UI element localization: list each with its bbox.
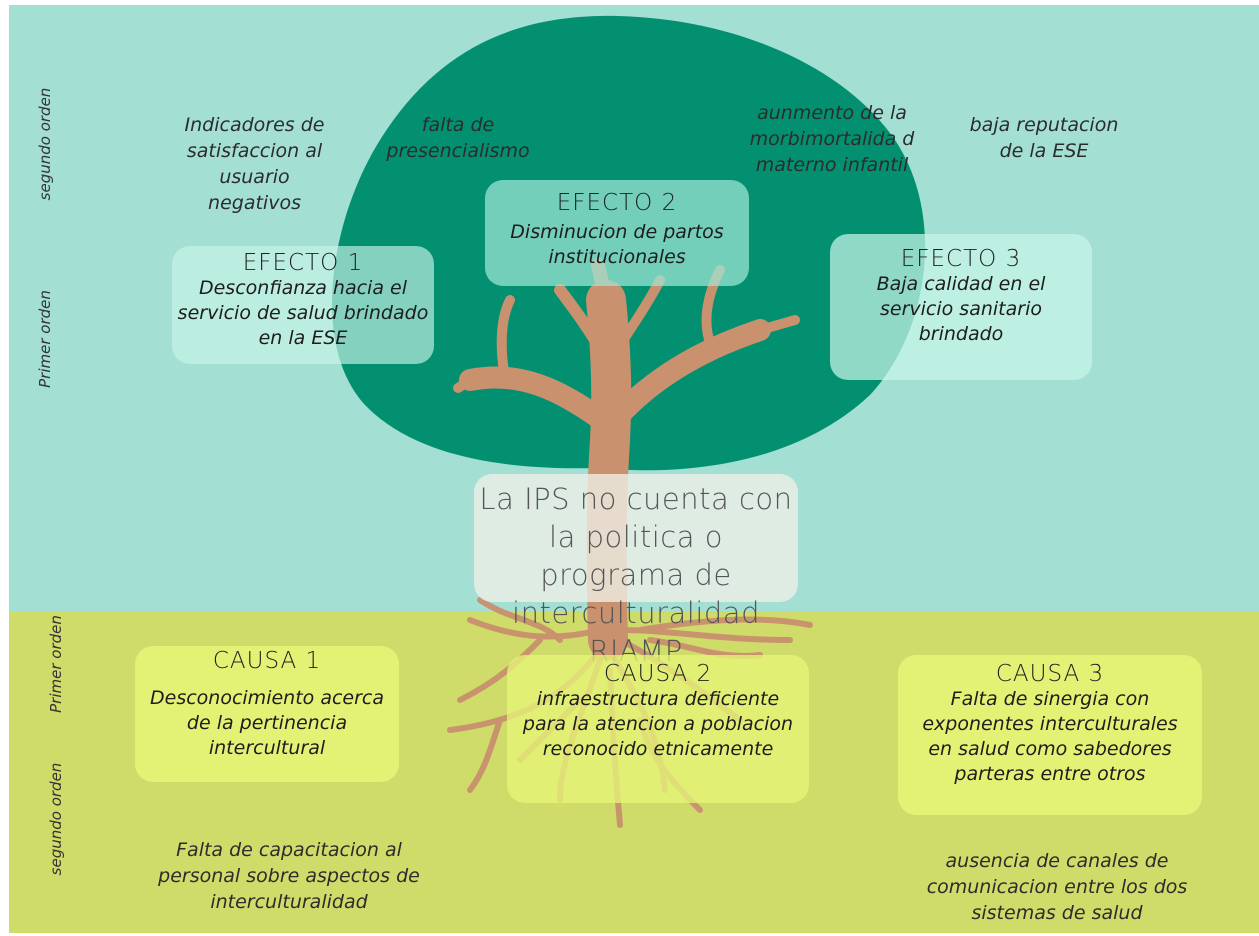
side-label-bottom-second-order: segundo orden	[47, 762, 65, 876]
cause-box-2: CAUSA 2 infraestructura deficiente para …	[507, 655, 809, 803]
effect-box-1: EFECTO 1 Desconfianza hacia el servicio …	[172, 246, 434, 364]
second-order-cause-1: Falta de capacitacion al personal sobre …	[158, 839, 420, 913]
side-label-bottom-first-order: Primer orden	[47, 615, 65, 713]
side-label-top-second-order: segundo orden	[36, 87, 54, 201]
effect-title: EFECTO 1	[242, 250, 364, 276]
effect-title: EFECTO 2	[556, 190, 678, 216]
effect-box-2: EFECTO 2 Disminucion de partos instituci…	[485, 180, 749, 286]
cause-title: CAUSA 2	[603, 661, 713, 687]
effect-text: Baja calidad en el servicio sanitario br…	[876, 273, 1046, 345]
cause-text: infraestructura deficiente para la atenc…	[522, 688, 794, 760]
cause-box-3: CAUSA 3 Falta de sinergia con exponentes…	[898, 655, 1202, 815]
cause-box-1: CAUSA 1 Desconocimiento acerca de la per…	[135, 646, 399, 782]
cause-title: CAUSA 1	[212, 648, 322, 674]
second-order-effect-1: Indicadores de satisfaccion al usuario n…	[184, 114, 325, 214]
effect-box-3: EFECTO 3 Baja calidad en el servicio san…	[830, 234, 1092, 380]
second-order-cause-2: ausencia de canales de comunicacion entr…	[926, 850, 1188, 924]
effect-title: EFECTO 3	[900, 246, 1022, 272]
central-problem: La IPS no cuenta con la politica o progr…	[474, 474, 798, 668]
second-order-effect-4: baja reputacion de la ESE	[969, 114, 1119, 162]
effect-text: Disminucion de partos institucionales	[510, 221, 724, 268]
side-label-top-first-order: Primer orden	[36, 290, 54, 388]
cause-text: Desconocimiento acerca de la pertinencia…	[150, 687, 384, 759]
cause-text: Falta de sinergia con exponentes intercu…	[922, 688, 1178, 785]
second-order-effect-3: aunmento de la morbimortalida d materno …	[749, 102, 915, 176]
effect-text: Desconfianza hacia el servicio de salud …	[177, 277, 429, 349]
cause-title: CAUSA 3	[995, 661, 1105, 687]
second-order-effect-2: falta de presencialismo	[386, 114, 530, 162]
